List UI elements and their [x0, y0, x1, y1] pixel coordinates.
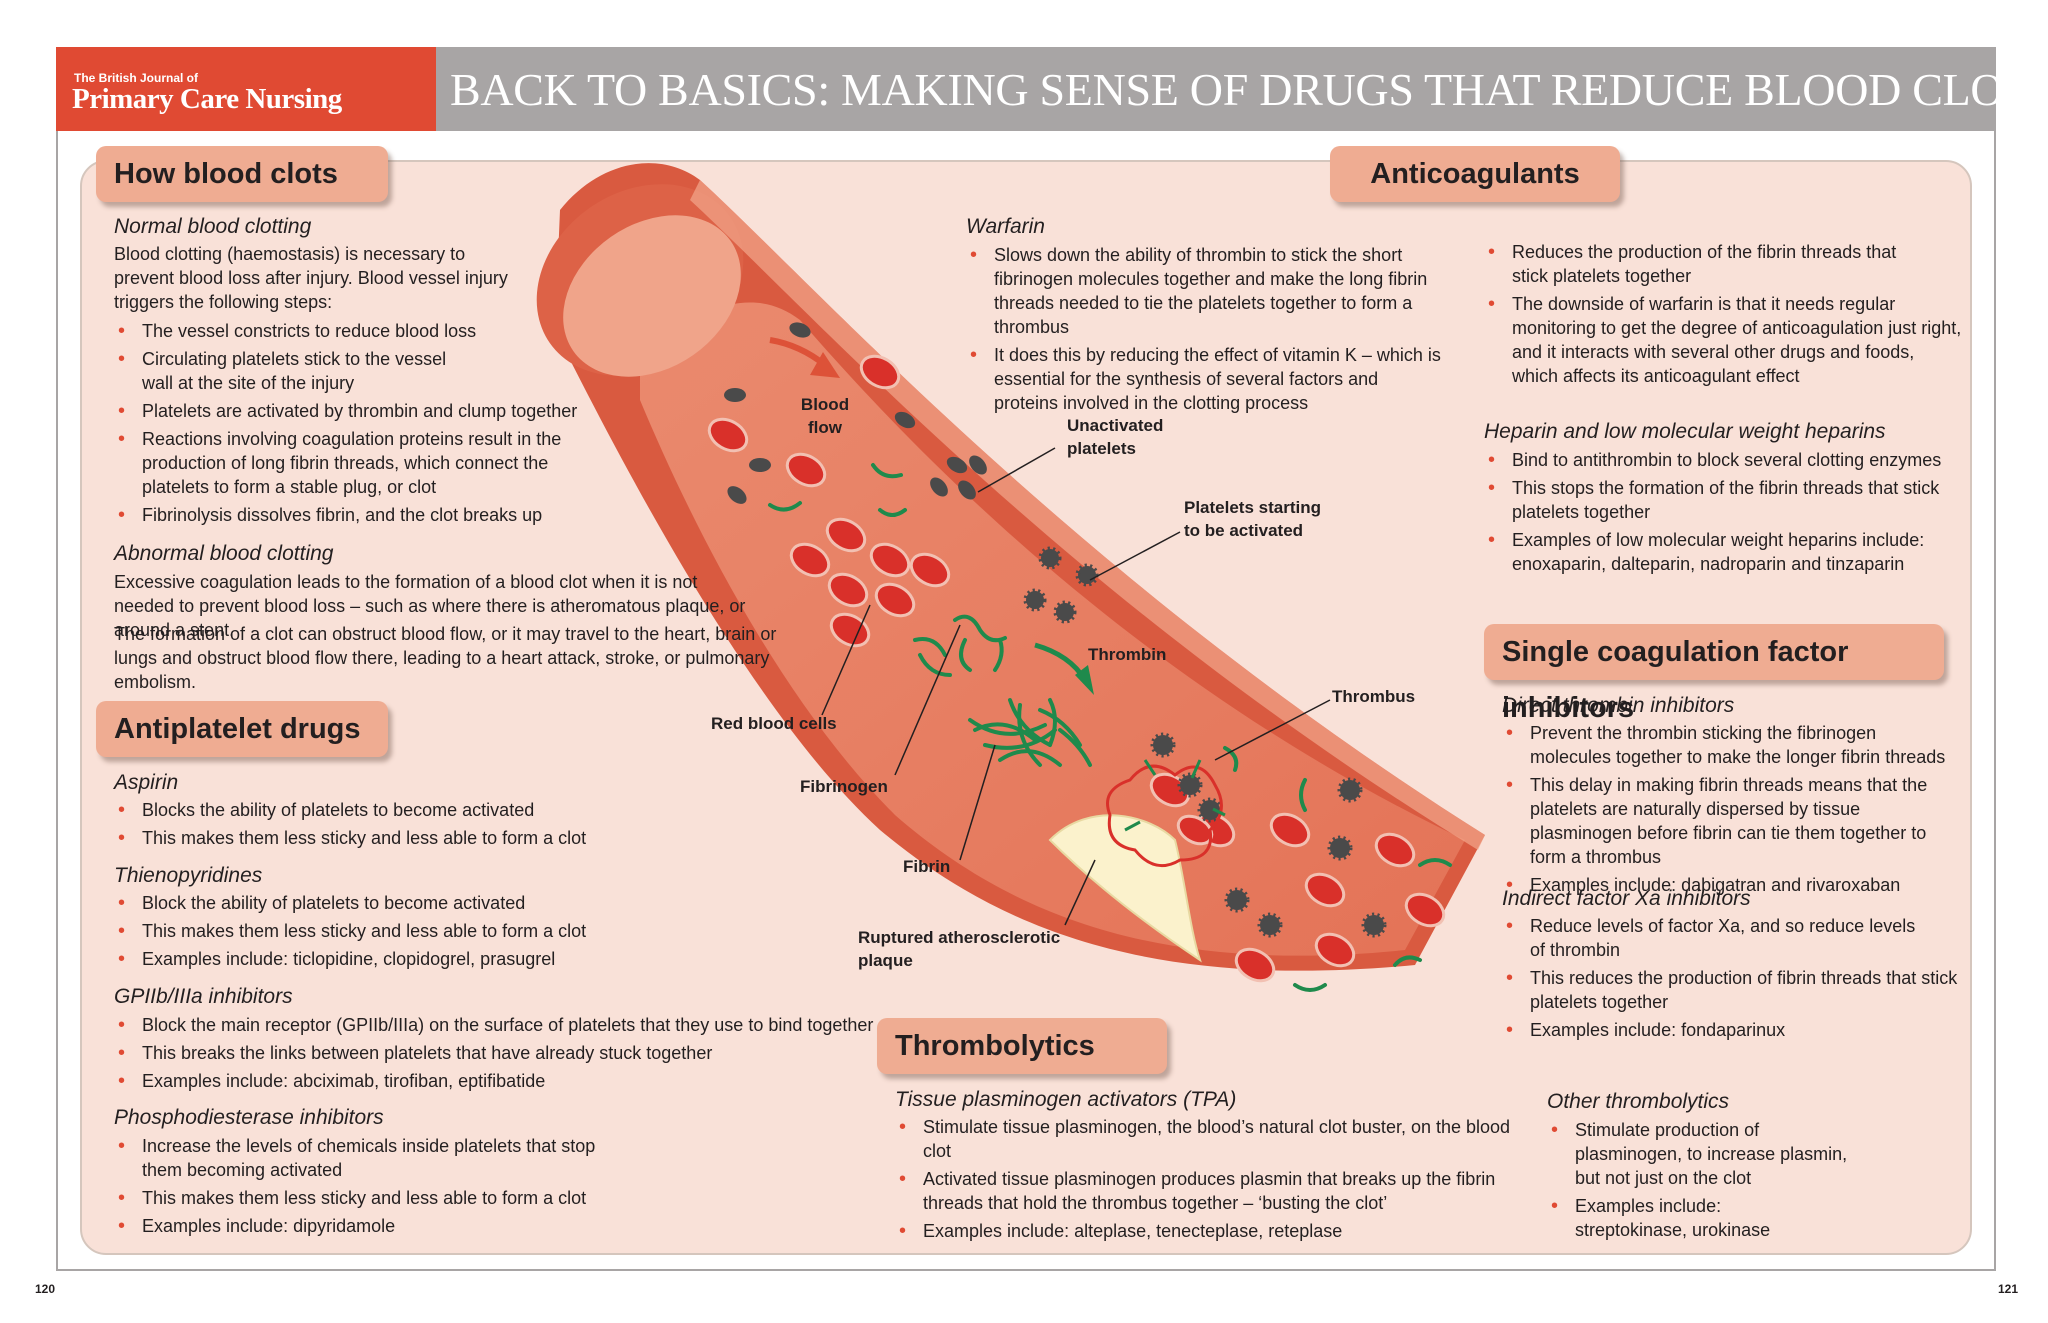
normal-clotting-list: The vessel constricts to reduce blood lo…: [114, 319, 604, 531]
tab-thrombolytics: Thrombolytics: [877, 1018, 1167, 1074]
list-item: Examples include: alteplase, tenecteplas…: [895, 1219, 1535, 1243]
list-item: The downside of warfarin is that it need…: [1484, 292, 1962, 388]
plaque: [1048, 814, 1202, 963]
list-item: Fibrinolysis dissolves fibrin, and the c…: [114, 503, 604, 527]
direct-thrombin-list: Prevent the thrombin sticking the fibrin…: [1502, 721, 1962, 901]
list-item: This reduces the production of fibrin th…: [1502, 966, 1962, 1014]
page-title: BACK TO BASICS: MAKING SENSE OF DRUGS TH…: [450, 64, 2048, 115]
other-thrombolytics-subhead: Other thrombolytics: [1547, 1090, 1730, 1113]
pde-inhibitors-list: Increase the levels of chemicals inside …: [114, 1134, 634, 1242]
label-fibrin: Fibrin: [903, 857, 951, 876]
list-item: Reactions involving coagulation proteins…: [114, 427, 612, 499]
list-item: Block the ability of platelets to become…: [114, 891, 814, 915]
journal-brand: The British Journal of Primary Care Nurs…: [56, 47, 436, 131]
warfarin-list-right: Reduces the production of the fibrin thr…: [1484, 240, 1962, 392]
list-item: Slows down the ability of thrombin to st…: [966, 243, 1466, 339]
list-item: Stimulate tissue plasminogen, the blood’…: [895, 1115, 1535, 1163]
title-bar: BACK TO BASICS: MAKING SENSE OF DRUGS TH…: [436, 47, 2048, 131]
list-item: This stops the formation of the fibrin t…: [1484, 476, 1952, 524]
list-item: Examples include: dipyridamole: [114, 1214, 634, 1238]
list-item: Circulating platelets stick to the vesse…: [114, 347, 462, 395]
aspirin-list: Blocks the ability of platelets to becom…: [114, 798, 814, 854]
indirect-xa-subhead: Indirect factor Xa inhibitors: [1502, 887, 1751, 910]
list-item: Reduces the production of the fibrin thr…: [1484, 240, 1932, 288]
list-item: Stimulate production of plasminogen, to …: [1547, 1118, 1857, 1190]
vessel-lumen: [640, 302, 1465, 956]
thrombus: [1106, 759, 1226, 868]
list-item: This makes them less sticky and less abl…: [114, 826, 814, 850]
warfarin-list-left: Slows down the ability of thrombin to st…: [966, 243, 1466, 419]
direct-thrombin-subhead: Direct thrombin inhibitors: [1502, 694, 1735, 717]
label-fibrinogen: Fibrinogen: [800, 777, 888, 796]
label-platelets-activating: Platelets starting to be activated: [1184, 498, 1321, 540]
tab-antiplatelet-drugs: Antiplatelet drugs: [96, 701, 388, 757]
list-item: This makes them less sticky and less abl…: [114, 1186, 634, 1210]
list-item: Examples include: abciximab, tirofiban, …: [114, 1069, 874, 1093]
heparin-list: Bind to antithrombin to block several cl…: [1484, 448, 1954, 580]
gp-inhibitors-list: Block the main receptor (GPIIb/IIIa) on …: [114, 1013, 874, 1097]
list-item: This makes them less sticky and less abl…: [114, 919, 814, 943]
warfarin-subhead: Warfarin: [966, 215, 1045, 238]
list-item: Platelets are activated by thrombin and …: [114, 399, 604, 423]
list-item: Block the main receptor (GPIIb/IIIa) on …: [114, 1013, 874, 1037]
list-item: It does this by reducing the effect of v…: [966, 343, 1444, 415]
pde-inhibitors-subhead: Phosphodiesterase inhibitors: [114, 1106, 384, 1129]
normal-clotting-subhead: Normal blood clotting: [114, 215, 312, 238]
page-number-left: 120: [35, 1282, 56, 1296]
label-blood-flow: Blood flow: [800, 395, 850, 437]
tab-how-blood-clots: How blood clots: [96, 146, 388, 202]
abnormal-clotting-para1: Excessive coagulation leads to the forma…: [114, 572, 746, 640]
list-item: Activated tissue plasminogen produces pl…: [895, 1167, 1533, 1215]
other-thrombolytics-list: Stimulate production of plasminogen, to …: [1547, 1118, 1857, 1246]
activated-platelets: [1023, 546, 1387, 938]
list-item: Bind to antithrombin to block several cl…: [1484, 448, 1954, 472]
normal-clotting-intro: Blood clotting (haemostasis) is necessar…: [114, 244, 508, 312]
aspirin-subhead: Aspirin: [114, 771, 179, 794]
label-thrombin: Thrombin: [1088, 645, 1167, 664]
label-thrombus: Thrombus: [1332, 687, 1416, 706]
tpa-subhead: Tissue plasminogen activators (TPA): [895, 1088, 1237, 1111]
list-item: Examples include: ticlopidine, clopidogr…: [114, 947, 814, 971]
page-number-right: 121: [1998, 1282, 2019, 1296]
list-item: Examples include: fondaparinux: [1502, 1018, 1962, 1042]
indirect-xa-list: Reduce levels of factor Xa, and so reduc…: [1502, 914, 1962, 1046]
list-item: Blocks the ability of platelets to becom…: [114, 798, 814, 822]
journal-name: Primary Care Nursing: [72, 83, 342, 115]
thienopyridines-list: Block the ability of platelets to become…: [114, 891, 814, 975]
gp-inhibitors-subhead: GPIIb/IIIa inhibitors: [114, 985, 293, 1008]
list-item: Examples include: dabigatran and rivarox…: [1502, 873, 1962, 897]
list-item: The vessel constricts to reduce blood lo…: [114, 319, 604, 343]
list-item: Examples of low molecular weight heparin…: [1484, 528, 1954, 576]
label-red-blood-cells: Red blood cells: [711, 714, 837, 733]
list-item: This breaks the links between platelets …: [114, 1041, 874, 1065]
label-plaque: Ruptured atherosclerotic plaque: [858, 928, 1061, 970]
abnormal-clotting-subhead: Abnormal blood clotting: [114, 542, 334, 565]
list-item: Prevent the thrombin sticking the fibrin…: [1502, 721, 1962, 769]
leader-lines: [821, 447, 1331, 926]
list-item: Examples include: streptokinase, urokina…: [1547, 1194, 1825, 1242]
label-unactivated-platelets: Unactivated platelets: [1067, 416, 1164, 458]
abnormal-clotting-para2: The formation of a clot can obstruct blo…: [114, 624, 777, 692]
list-item: This delay in making fibrin threads mean…: [1502, 773, 1962, 869]
list-item: Reduce levels of factor Xa, and so reduc…: [1502, 914, 1930, 962]
heparin-subhead: Heparin and low molecular weight heparin…: [1484, 420, 1886, 443]
thienopyridines-subhead: Thienopyridines: [114, 864, 263, 887]
red-blood-cells: [707, 354, 1446, 983]
tab-single-factor-inhibitors: Single coagulation factor inhibitors: [1484, 624, 1944, 724]
journal-name-small: The British Journal of: [74, 71, 199, 85]
tab-anticoagulants: Anticoagulants: [1330, 146, 1620, 202]
platelets: [724, 322, 987, 504]
list-item: Increase the levels of chemicals inside …: [114, 1134, 634, 1182]
fibrin-threads: [768, 463, 1452, 992]
page-frame: [56, 131, 1996, 1271]
tpa-list: Stimulate tissue plasminogen, the blood’…: [895, 1115, 1535, 1247]
